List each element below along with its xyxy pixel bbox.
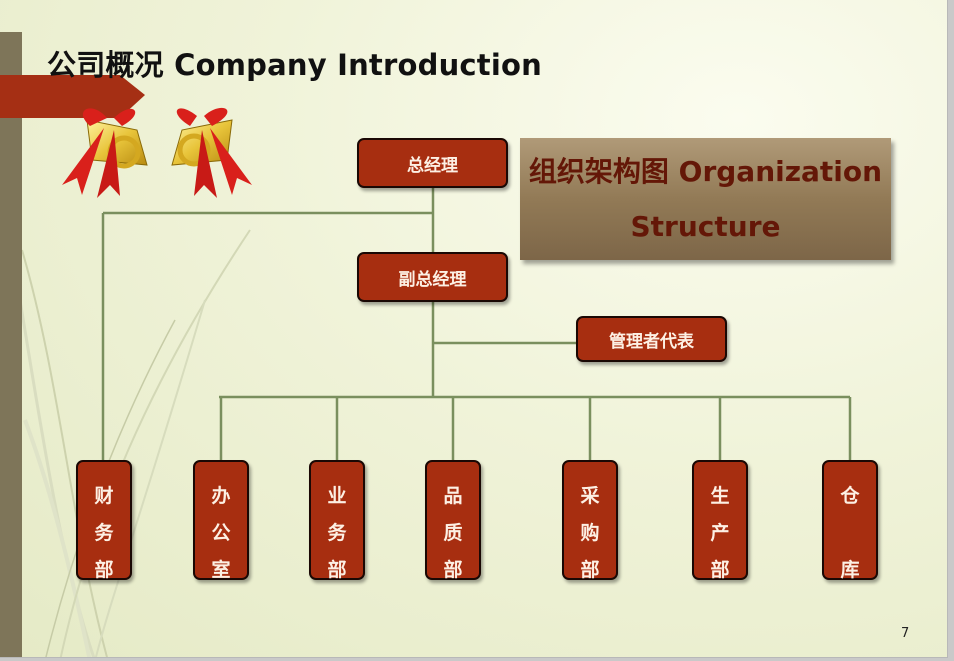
deputy-general-manager-box: 副总经理 [357, 252, 508, 302]
department-char: 务 [327, 522, 347, 544]
page-number: 7 [901, 626, 910, 641]
department-char: 部 [580, 559, 600, 581]
department-char: 部 [443, 559, 463, 581]
department-char: 部 [710, 559, 730, 581]
department-office-box: 办 公 室 [193, 460, 249, 581]
org-structure-banner: 组织架构图 Organization Structure [520, 138, 891, 260]
department-finance-box: 财 务 部 [76, 460, 132, 581]
department-char: 采 [580, 485, 600, 507]
department-char: 仓 [840, 485, 860, 507]
banner-line-2: Structure [630, 210, 781, 243]
department-char: 务 [94, 522, 114, 544]
department-char: 质 [443, 522, 463, 544]
management-representative-label: 管理者代表 [609, 331, 694, 352]
slide-title: 公司概况 Company Introduction [47, 48, 542, 82]
department-char: 库 [840, 559, 860, 581]
department-char: 生 [710, 485, 730, 507]
department-char: 财 [94, 485, 114, 507]
department-char: 购 [580, 522, 600, 544]
management-representative-box: 管理者代表 [576, 316, 727, 362]
department-char: 部 [94, 559, 114, 581]
accent-sidebar [0, 32, 22, 657]
department-char: 部 [327, 559, 347, 581]
department-char: 室 [211, 559, 231, 581]
department-purchasing-box: 采 购 部 [562, 460, 618, 581]
department-char: 产 [710, 522, 730, 544]
department-warehouse-box: 仓 库 [822, 460, 878, 581]
department-char: 办 [211, 485, 231, 507]
title-arrow-shape [0, 75, 145, 118]
deputy-general-manager-label: 副总经理 [398, 269, 467, 290]
department-char: 公 [211, 522, 231, 544]
bell-with-ribbon-icon [62, 107, 252, 198]
general-manager-box: 总经理 [357, 138, 508, 188]
department-char: 品 [443, 485, 463, 507]
general-manager-label: 总经理 [407, 155, 458, 176]
department-char: 业 [327, 485, 347, 507]
department-production-box: 生 产 部 [692, 460, 748, 581]
banner-line-1: 组织架构图 Organization [528, 155, 883, 188]
department-business-box: 业 务 部 [309, 460, 365, 581]
department-quality-box: 品 质 部 [425, 460, 481, 581]
